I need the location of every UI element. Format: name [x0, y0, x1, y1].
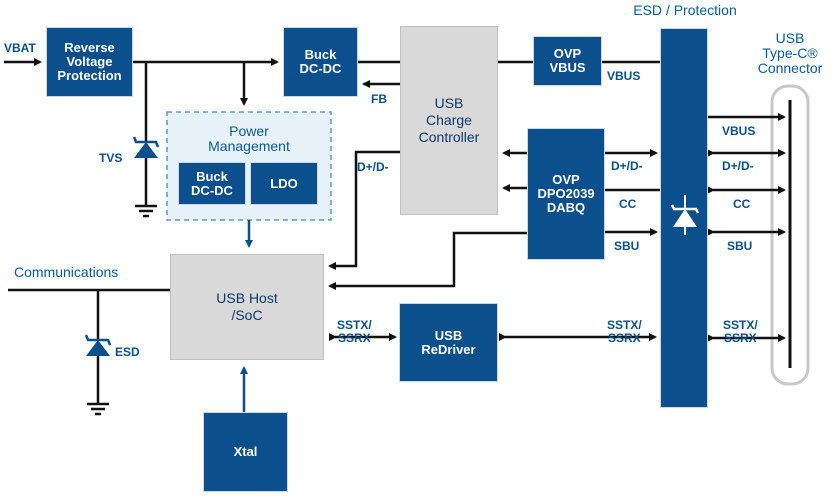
ovp-vbus-block: OVP VBUS [533, 36, 602, 86]
dpdm-host-line [328, 150, 400, 270]
communications-label: Communications [14, 264, 119, 280]
tvs-diode-icon [670, 195, 700, 235]
esd-diode-icon [86, 340, 110, 356]
esd-protection-bar [660, 28, 708, 408]
tvs-label: TVS [99, 151, 123, 165]
dpdm-connector-label: D+/D- [722, 159, 754, 173]
pm-buck-dcdc-block: Buck DC-DC [178, 162, 246, 205]
vbat-label: VBAT [4, 41, 36, 55]
buck-dcdc-block: Buck DC-DC [283, 27, 358, 97]
pm-ldo-block: LDO [250, 162, 318, 205]
tvs-diode-icon [134, 142, 158, 158]
power-management-title: Power Management [208, 123, 290, 154]
usb-host-soc-block: USB Host /SoC [170, 254, 324, 360]
usb-typec-connector-title: USB Type-C® Connector [757, 30, 823, 76]
vbus-ovp-label: VBUS [607, 69, 641, 83]
xtal-block: Xtal [203, 412, 288, 492]
esd-protection-title: ESD / Protection [633, 2, 737, 18]
fb-label: FB [371, 92, 387, 106]
cc-connector-label: CC [733, 197, 751, 211]
sbu-ovp-label: SBU [614, 239, 640, 253]
cc-ovp-label: CC [619, 197, 637, 211]
esd-label: ESD [115, 345, 140, 359]
ovp-dpo2039-block: OVP DPO2039 DABQ [527, 128, 605, 260]
sstx-ssrx-esd-label: SSTX/ SSRX [607, 318, 642, 345]
sstx-ssrx-host-label: SSTX/ SSRX [337, 318, 372, 345]
usb-redriver-block: USB ReDriver [399, 303, 498, 382]
sstx-ssrx-connector-label: SSTX/ SSRX [723, 318, 758, 345]
usb-charge-controller-block: USB Charge Controller [400, 26, 498, 215]
sbu-host-line [328, 231, 527, 290]
vbus-connector-label: VBUS [722, 124, 756, 138]
dpdm-ovp-label: D+/D- [611, 159, 643, 173]
dpdm-host-label: D+/D- [357, 160, 389, 174]
sbu-connector-label: SBU [727, 239, 753, 253]
reverse-voltage-protection-block: Reverse Voltage Protection [46, 27, 133, 97]
